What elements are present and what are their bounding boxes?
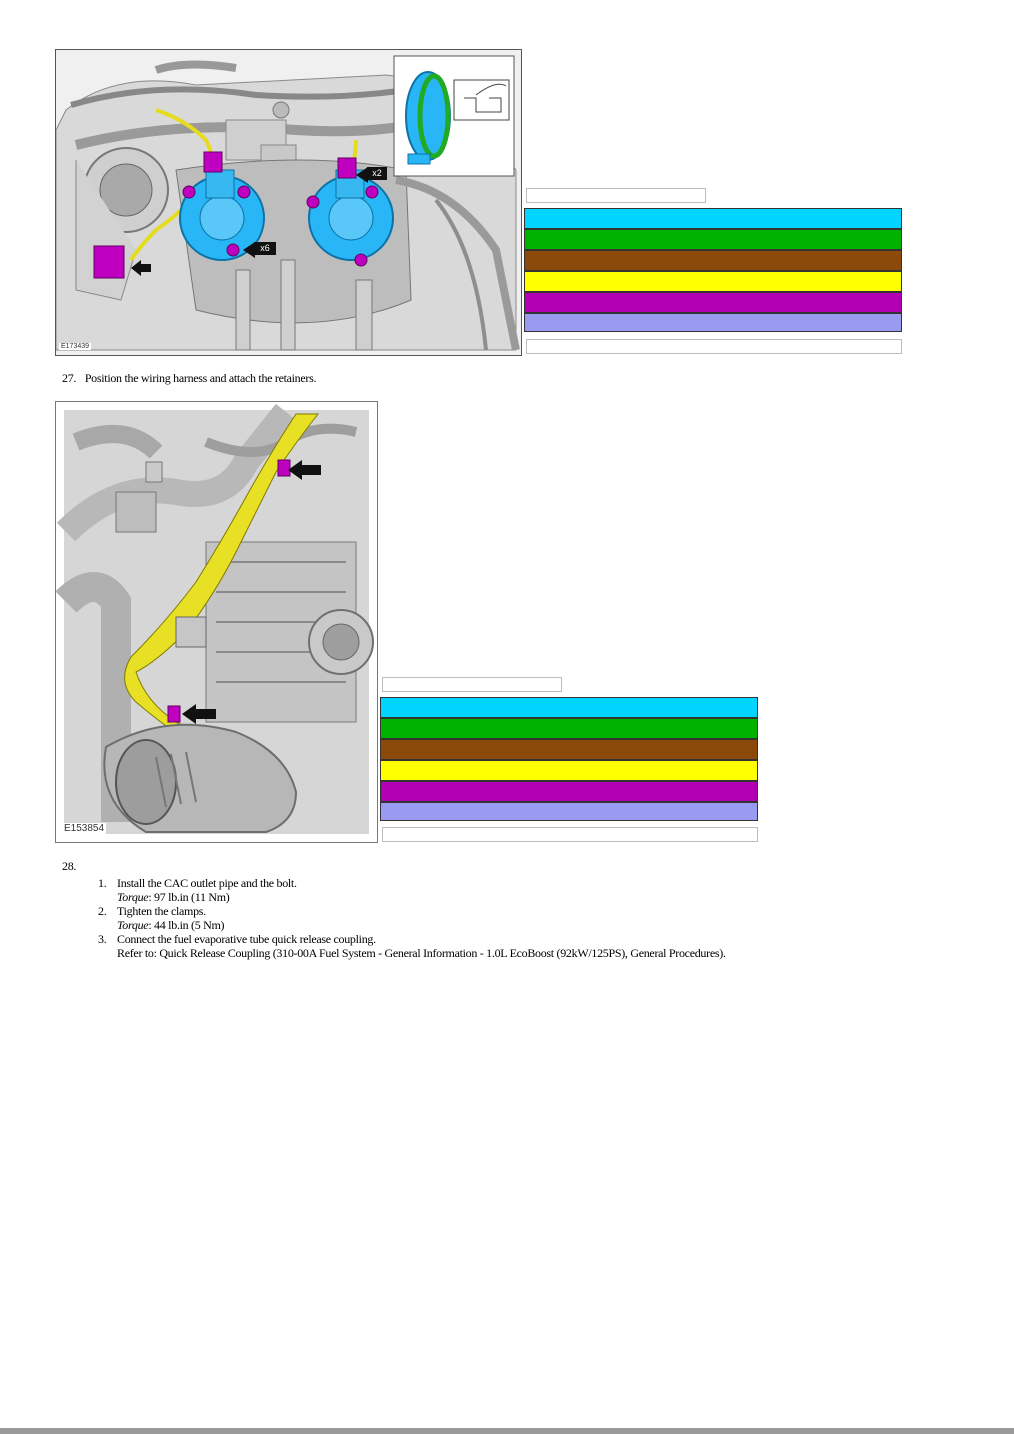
legend-swatch [524, 271, 902, 292]
legend-swatch [524, 229, 902, 250]
torque-spec: Torque: 44 lb.in (5 Nm) [117, 918, 958, 932]
refer-to-link[interactable]: Refer to: Quick Release Coupling (310-00… [117, 946, 726, 960]
torque-value: : 97 lb.in (11 Nm) [148, 890, 230, 904]
sub-item-text: Tighten the clamps. [117, 904, 206, 918]
legend-swatch [524, 292, 902, 313]
legend-swatch [380, 718, 758, 739]
callout-label-x6: x6 [254, 242, 276, 255]
legend-footer-box [382, 827, 758, 842]
sub-item-2: 2. Tighten the clamps. Torque: 44 lb.in … [98, 904, 958, 932]
step-28-number: 28. [62, 859, 77, 873]
step-number: 27. [62, 371, 77, 385]
sub-item-number: 3. [98, 932, 107, 946]
figure-id-label: E173439 [59, 343, 92, 350]
figure-wiring-harness: E153854 [55, 401, 378, 843]
sub-item-number: 2. [98, 904, 107, 918]
page-bottom-border [0, 1428, 1014, 1434]
legend-swatch [380, 760, 758, 781]
legend-header-box [526, 188, 706, 203]
sub-item-text: Install the CAC outlet pipe and the bolt… [117, 876, 297, 890]
legend-swatch [380, 802, 758, 821]
legend-swatch [380, 781, 758, 802]
legend-swatch [380, 739, 758, 760]
sub-item-3: 3. Connect the fuel evaporative tube qui… [98, 932, 958, 960]
legend-swatch [524, 313, 902, 332]
torque-label: Torque [117, 890, 149, 904]
figure-coil-installation: E173439 x2 x6 [55, 49, 522, 356]
torque-value: : 44 lb.in (5 Nm) [148, 918, 225, 932]
legend-footer-box [526, 339, 902, 354]
callout-label-x2: x2 [367, 167, 387, 180]
step-28-sublist: 1. Install the CAC outlet pipe and the b… [98, 876, 958, 960]
legend-swatch [380, 697, 758, 718]
engine-illustration-1 [56, 50, 521, 355]
legend-header-box [382, 677, 562, 692]
engine-illustration-2 [56, 402, 377, 842]
sub-item-1: 1. Install the CAC outlet pipe and the b… [98, 876, 958, 904]
sub-item-number: 1. [98, 876, 107, 890]
figure-id-label: E153854 [62, 823, 107, 834]
legend-swatch [524, 250, 902, 271]
step-text: Position the wiring harness and attach t… [84, 371, 317, 385]
torque-spec: Torque: 97 lb.in (11 Nm) [117, 890, 958, 904]
legend-swatch [524, 208, 902, 229]
sub-item-text: Connect the fuel evaporative tube quick … [117, 932, 376, 946]
torque-label: Torque [117, 918, 149, 932]
step-27: 27. Position the wiring harness and atta… [62, 371, 316, 385]
